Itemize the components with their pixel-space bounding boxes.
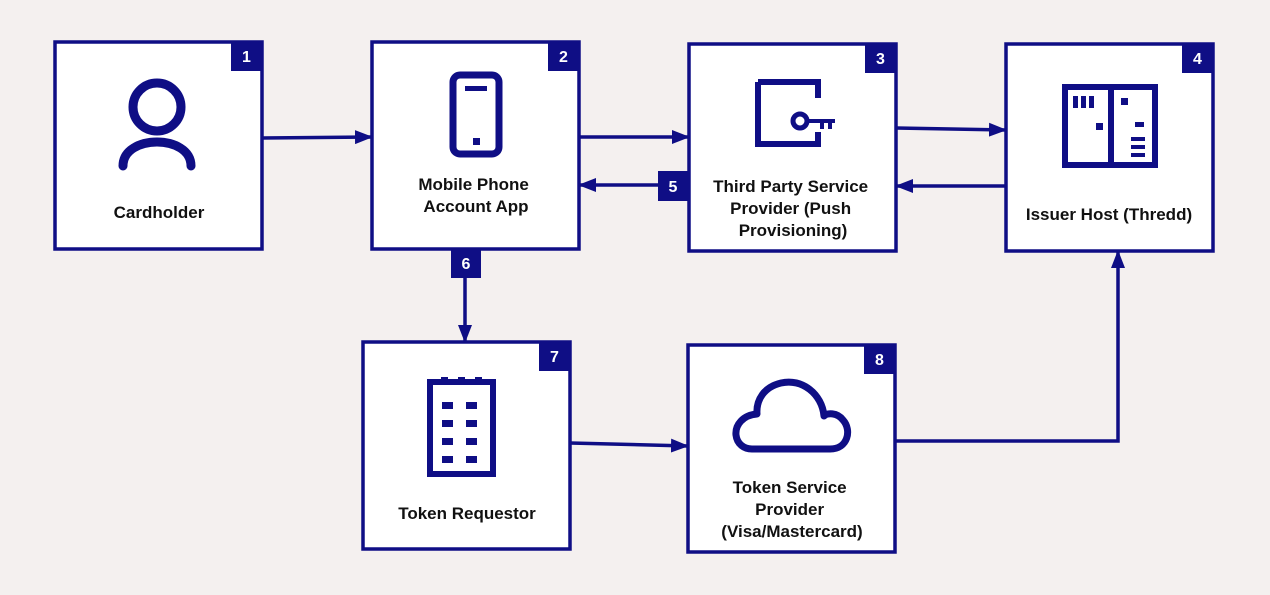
office-building-icon (427, 377, 496, 477)
node-badge (548, 42, 579, 71)
node-label: Cardholder (114, 203, 205, 222)
cloud-icon (732, 378, 852, 453)
node-label: Token Requestor (398, 504, 536, 523)
node-badge-label: 2 (559, 49, 568, 66)
arrow-token-service-to-issuer-host (896, 250, 1125, 443)
node-label: Third Party Service Provider (Push Provi… (713, 177, 873, 240)
node-badge-label: 7 (550, 349, 559, 366)
svg-text:6: 6 (462, 256, 471, 273)
node-badge (865, 44, 896, 73)
node-issuer-host: 4 Issuer Host (Thredd) (1004, 42, 1215, 253)
node-badge (231, 42, 262, 71)
node-mobile-app: 2 Mobile Phone Account App (370, 40, 581, 251)
node-badge-label: 8 (875, 352, 884, 369)
arrow-third-party-to-issuer-host (895, 122, 1007, 137)
node-badge (1182, 44, 1213, 73)
node-third-party: 3 Third Party Service Provider (Push Pro… (687, 42, 898, 253)
node-cardholder: 1 Cardholder (53, 40, 264, 251)
wallet-key-icon (755, 79, 835, 147)
node-badge (864, 345, 895, 374)
node-label: Token Service Provider (Visa/Mastercard) (721, 478, 862, 541)
node-badge-label: 1 (242, 49, 251, 66)
step-badge-5: 5 (658, 171, 688, 201)
node-box (687, 42, 898, 253)
node-box (361, 340, 572, 551)
node-label: Mobile Phone Account App (418, 175, 533, 216)
arrow-cardholder-to-mobile-app (261, 130, 373, 145)
node-badge-label: 3 (876, 51, 885, 68)
mobile-phone-icon (449, 71, 503, 158)
arrow-token-requestor-to-token-service (569, 438, 689, 453)
node-badge (539, 342, 570, 371)
server-cabinet-icon (1062, 84, 1158, 168)
node-label: Issuer Host (Thredd) (1026, 205, 1192, 224)
node-token-service: 8 Token Service Provider (Visa/Mastercar… (686, 343, 897, 554)
svg-text:5: 5 (669, 179, 678, 196)
person-icon (118, 78, 196, 171)
step-badge-6: 6 (451, 249, 481, 278)
node-badge-label: 4 (1193, 51, 1202, 68)
node-token-requestor: 7 Token Requestor (361, 340, 572, 551)
